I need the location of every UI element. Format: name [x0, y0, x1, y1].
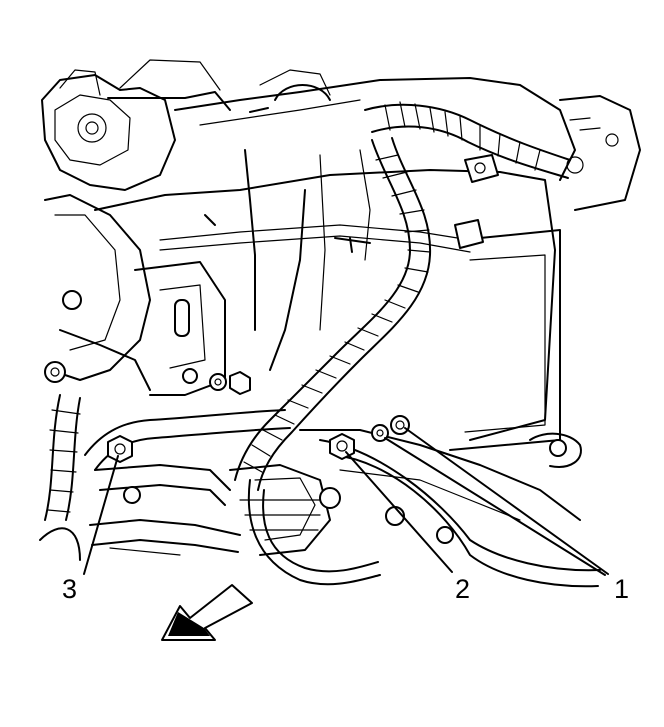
bolt-callout-2: [329, 433, 355, 460]
engine-block: [39, 59, 641, 561]
wiring-harness: [44, 101, 601, 588]
bolt-callout-3: [107, 435, 133, 463]
callout-label-1: 1: [614, 574, 629, 604]
bolt-callout-1a: [390, 415, 410, 435]
callout-label-2: 2: [455, 574, 470, 604]
fasteners: [107, 107, 410, 463]
callout-label-3: 3: [62, 574, 77, 604]
bolt-callout-1b: [371, 424, 389, 442]
washer-set: [182, 368, 251, 395]
callout-leaders: [83, 427, 609, 576]
front-direction-arrow-icon: [161, 584, 253, 641]
